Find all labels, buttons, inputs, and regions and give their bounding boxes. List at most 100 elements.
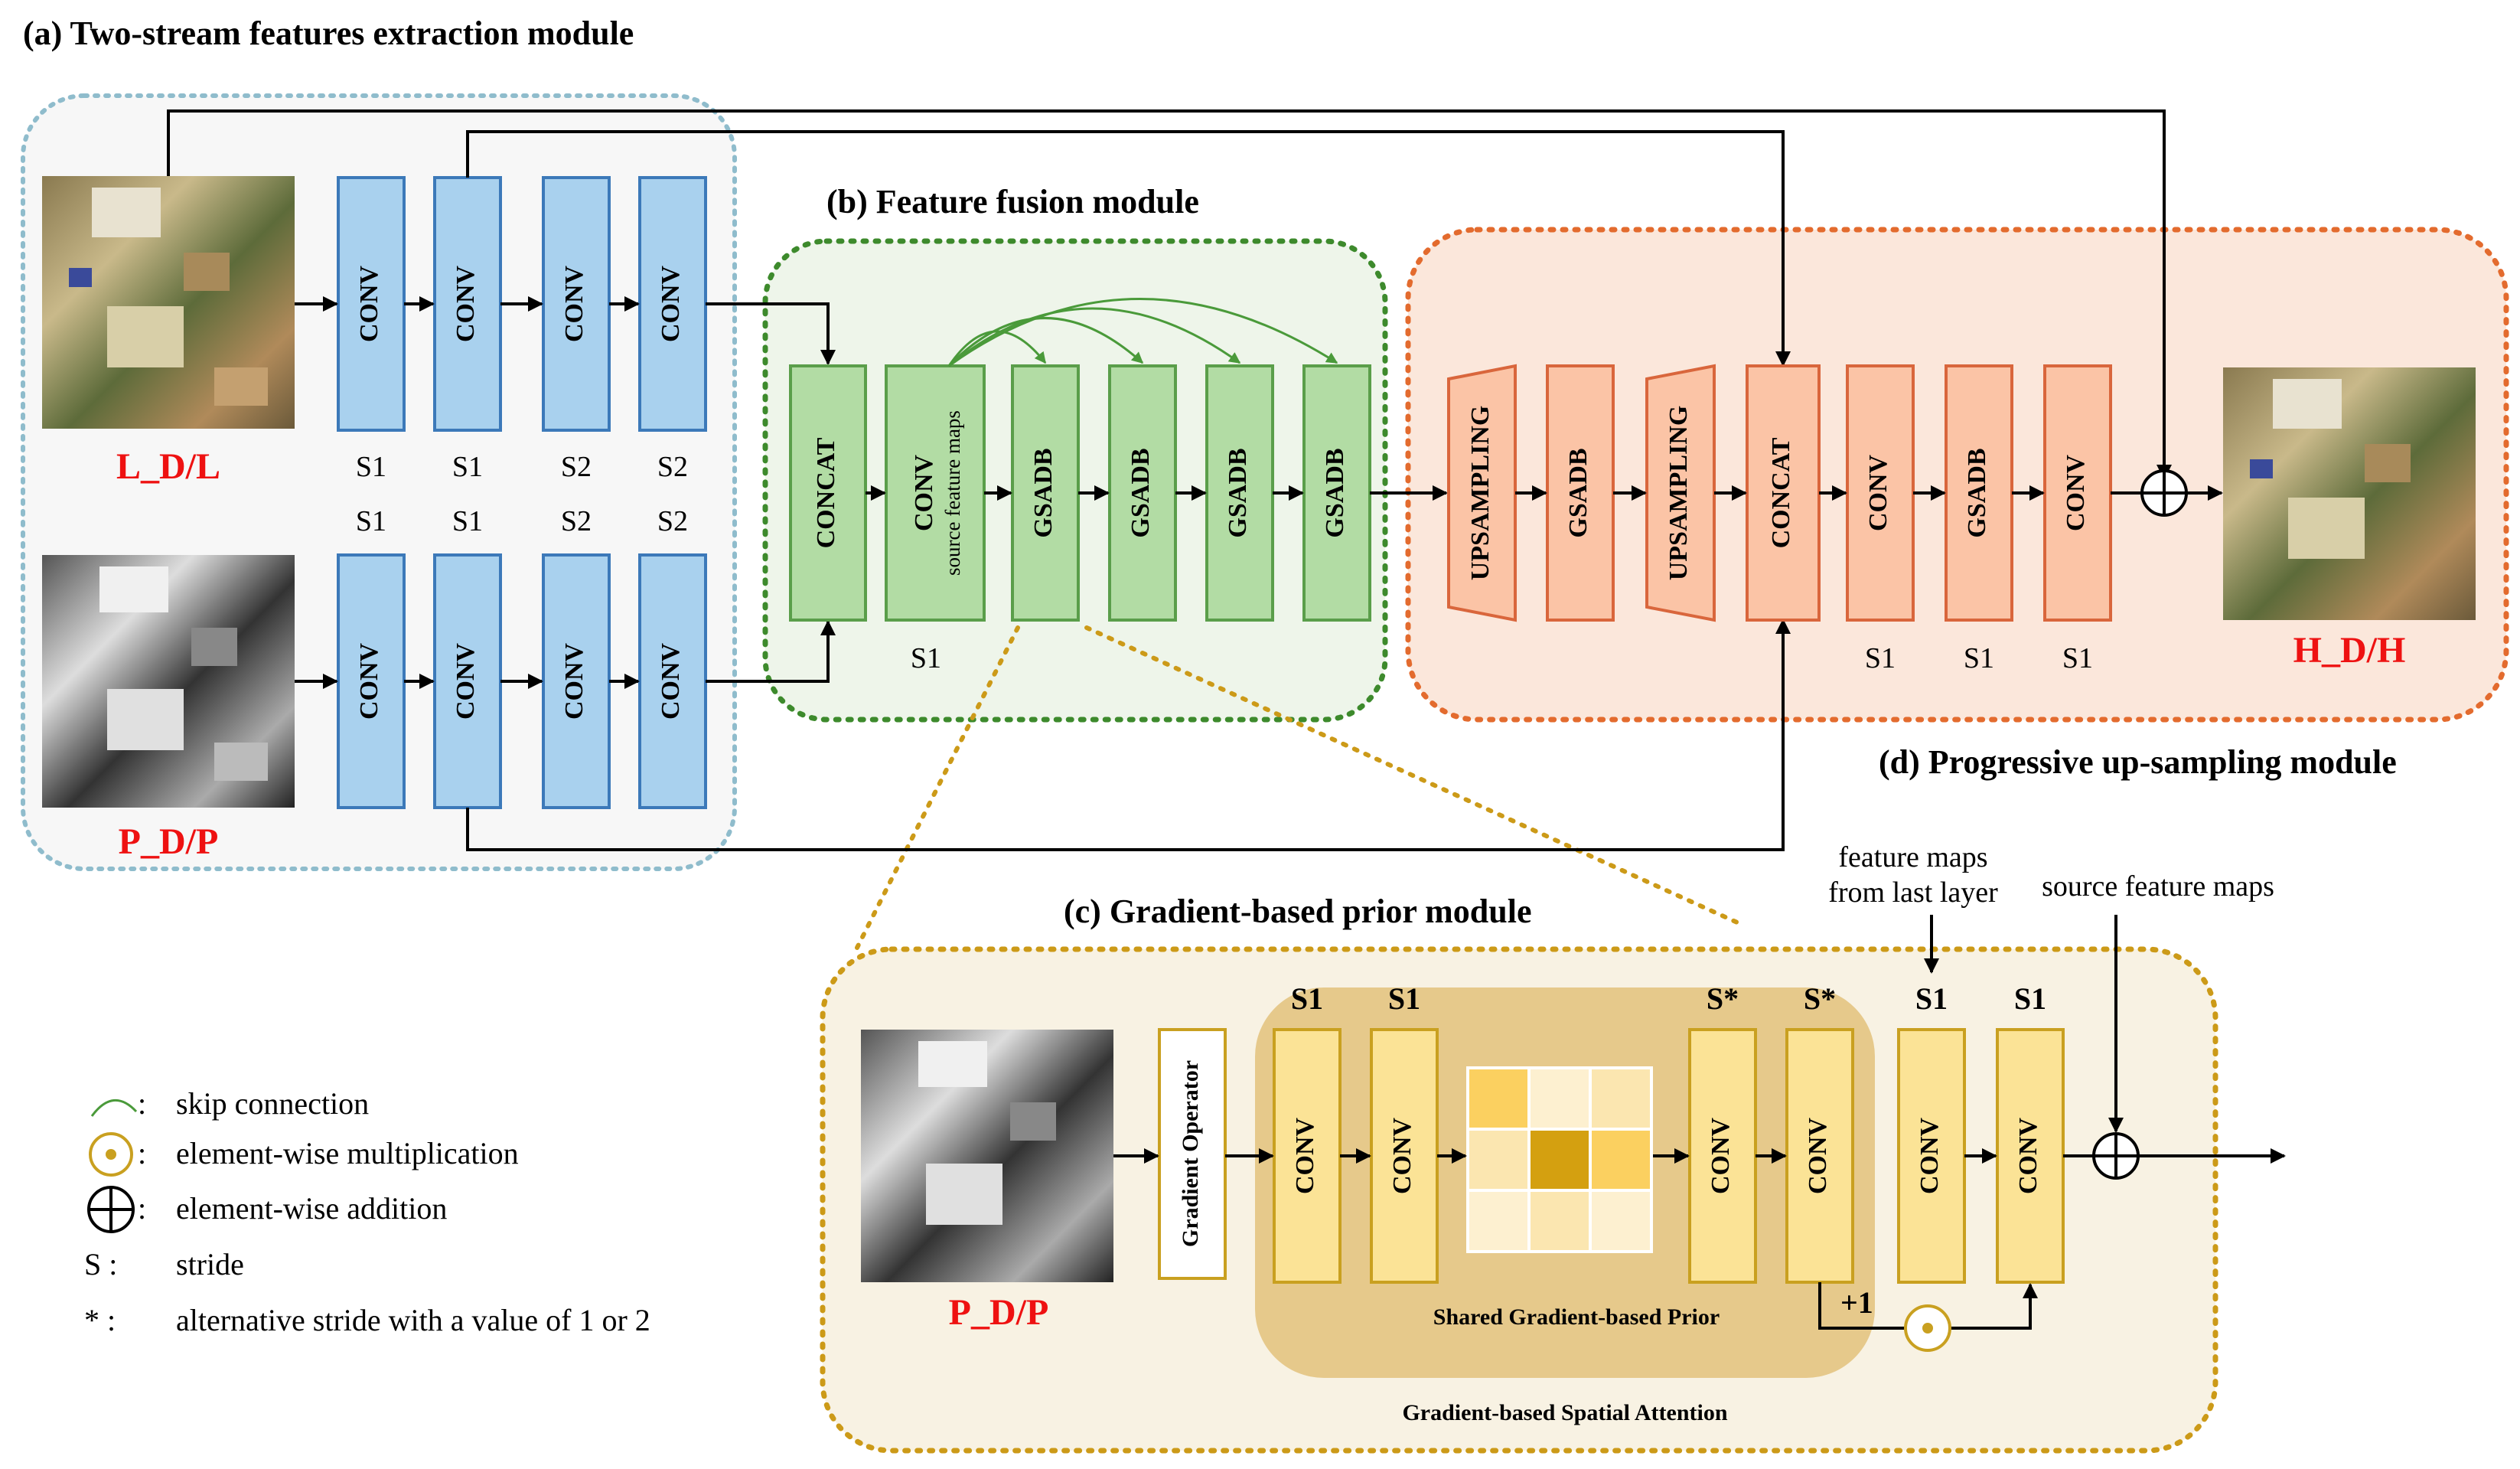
svg-text:UPSAMPLING: UPSAMPLING bbox=[1664, 406, 1693, 581]
svg-text:CONCAT: CONCAT bbox=[812, 437, 840, 548]
svg-text:S1: S1 bbox=[1291, 981, 1323, 1016]
svg-text:GSADB: GSADB bbox=[1126, 448, 1155, 537]
svg-text:S2: S2 bbox=[657, 451, 688, 483]
svg-text:S2: S2 bbox=[561, 451, 592, 483]
fusion-concat bbox=[789, 364, 867, 622]
svg-text:CONV: CONV bbox=[1915, 1118, 1944, 1195]
svg-text:GSADB: GSADB bbox=[1224, 448, 1252, 537]
prior-conv-blocks: CONV CONV CONV CONV CONV CONV bbox=[1273, 1028, 2065, 1284]
prior-conv-3 bbox=[1688, 1028, 1757, 1284]
zoom-line-left bbox=[855, 625, 1020, 950]
upsampling-2 bbox=[1645, 364, 1716, 622]
svg-text:CONV: CONV bbox=[1804, 1118, 1832, 1195]
fusion-blocks: CONCAT CONV source feature maps GSADB GS… bbox=[789, 364, 1371, 622]
skip-connection-icon bbox=[90, 1098, 138, 1117]
arrows-a bbox=[295, 296, 836, 689]
svg-text:CONV: CONV bbox=[560, 643, 588, 720]
pan-image-c bbox=[861, 1030, 1113, 1282]
svg-text:GSADB: GSADB bbox=[1321, 448, 1349, 537]
upsampling-blocks: UPSAMPLING GSADB UPSAMPLING CONCAT CONV … bbox=[1447, 364, 2112, 622]
add-icon-c bbox=[2092, 1132, 2140, 1180]
svg-text:UPSAMPLING: UPSAMPLING bbox=[1466, 406, 1495, 581]
svg-text:CONV: CONV bbox=[355, 643, 383, 720]
pan-image bbox=[42, 555, 295, 808]
svg-text:S1: S1 bbox=[1388, 981, 1420, 1016]
pan-input-label: P_D/P bbox=[119, 821, 219, 862]
svg-text:S*: S* bbox=[1804, 981, 1836, 1016]
svg-text:CONV: CONV bbox=[1388, 1118, 1416, 1195]
prior-conv-6 bbox=[1996, 1028, 2065, 1284]
svg-text:source feature maps: source feature maps bbox=[941, 410, 964, 576]
pan-conv-1 bbox=[337, 553, 406, 809]
zoom-line-right bbox=[1084, 625, 1739, 925]
add-icon bbox=[87, 1186, 135, 1233]
gsadb-2 bbox=[1108, 364, 1177, 622]
svg-text:CONV: CONV bbox=[910, 455, 938, 532]
svg-text:S1: S1 bbox=[452, 451, 483, 483]
up-concat bbox=[1746, 364, 1821, 622]
arrows-c bbox=[1113, 915, 2286, 1330]
up-conv-1 bbox=[1846, 364, 1915, 622]
svg-text:S1: S1 bbox=[1865, 642, 1896, 674]
svg-text:S2: S2 bbox=[561, 505, 592, 537]
svg-text:S*: S* bbox=[1707, 981, 1739, 1016]
upsampling-1 bbox=[1447, 364, 1517, 622]
svg-text:element-wise multiplication: element-wise multiplication bbox=[176, 1136, 519, 1170]
svg-text:S1: S1 bbox=[452, 505, 483, 537]
ms-conv-2 bbox=[433, 176, 502, 432]
output-label: H_D/H bbox=[2293, 630, 2406, 671]
shared-prior-label: Shared Gradient-based Prior bbox=[1433, 1304, 1720, 1330]
fusion-conv bbox=[885, 364, 986, 622]
long-skip-connections bbox=[167, 109, 2172, 851]
prior-conv-4 bbox=[1785, 1028, 1854, 1284]
svg-text:GSADB: GSADB bbox=[1963, 448, 1991, 537]
prior-kernel-grid bbox=[1466, 1066, 1653, 1253]
svg-text:S :: S : bbox=[84, 1247, 117, 1281]
svg-text:element-wise addition: element-wise addition bbox=[176, 1191, 447, 1226]
prior-conv-2 bbox=[1370, 1028, 1439, 1284]
up-conv-2 bbox=[2043, 364, 2112, 622]
svg-text:CONV: CONV bbox=[2014, 1118, 2042, 1195]
svg-text::: : bbox=[138, 1086, 146, 1121]
title-b: (b) Feature fusion module bbox=[826, 183, 1199, 220]
svg-text:CONV: CONV bbox=[2062, 455, 2090, 532]
output-image bbox=[2223, 367, 2476, 620]
title-a: (a) Two-stream features extraction modul… bbox=[23, 15, 634, 52]
gsadb-1 bbox=[1011, 364, 1080, 622]
ms-conv-1 bbox=[337, 176, 406, 432]
feature-maps-last-label-2: from last layer bbox=[1828, 877, 1998, 909]
feature-maps-last-label: feature maps bbox=[1838, 841, 1987, 873]
strides-a: S1 S1 S2 S2 S1 S1 S2 S2 bbox=[356, 451, 688, 537]
svg-text:GSADB: GSADB bbox=[1029, 448, 1058, 537]
svg-text:CONV: CONV bbox=[355, 266, 383, 343]
title-d: (d) Progressive up-sampling module bbox=[1879, 743, 2397, 781]
source-feature-maps-label: source feature maps bbox=[2042, 870, 2274, 903]
svg-text:skip connection: skip connection bbox=[176, 1086, 369, 1121]
svg-text:S1: S1 bbox=[2062, 642, 2093, 674]
spatial-attention-label: Gradient-based Spatial Attention bbox=[1402, 1400, 1727, 1425]
pan-input-c-label: P_D/P bbox=[949, 1292, 1049, 1333]
plus-one-label: +1 bbox=[1840, 1285, 1873, 1320]
legend: : skip connection : element-wise multipl… bbox=[84, 1086, 650, 1337]
ms-input-label: L_D/L bbox=[116, 446, 220, 487]
svg-text:S1: S1 bbox=[2014, 981, 2046, 1016]
svg-text:S2: S2 bbox=[657, 505, 688, 537]
pan-conv-3 bbox=[542, 553, 611, 809]
strides-d: S1 S1 S1 bbox=[1865, 642, 2093, 674]
ms-conv-4 bbox=[638, 176, 707, 432]
add-icon-d bbox=[2140, 469, 2188, 517]
gsadb-4 bbox=[1302, 364, 1371, 622]
svg-text:CONV: CONV bbox=[452, 643, 480, 720]
svg-text:CONCAT: CONCAT bbox=[1767, 437, 1795, 548]
svg-text::: : bbox=[138, 1136, 146, 1170]
svg-text:CONV: CONV bbox=[560, 266, 588, 343]
svg-text:CONV: CONV bbox=[1707, 1118, 1735, 1195]
svg-text:S1: S1 bbox=[1964, 642, 1994, 674]
fusion-stride: S1 bbox=[911, 642, 941, 674]
svg-text:CONV: CONV bbox=[452, 266, 480, 343]
up-gsadb-1 bbox=[1546, 364, 1615, 622]
multiply-icon-c bbox=[1904, 1304, 1951, 1352]
ms-image bbox=[42, 176, 295, 429]
svg-text:stride: stride bbox=[176, 1247, 244, 1281]
